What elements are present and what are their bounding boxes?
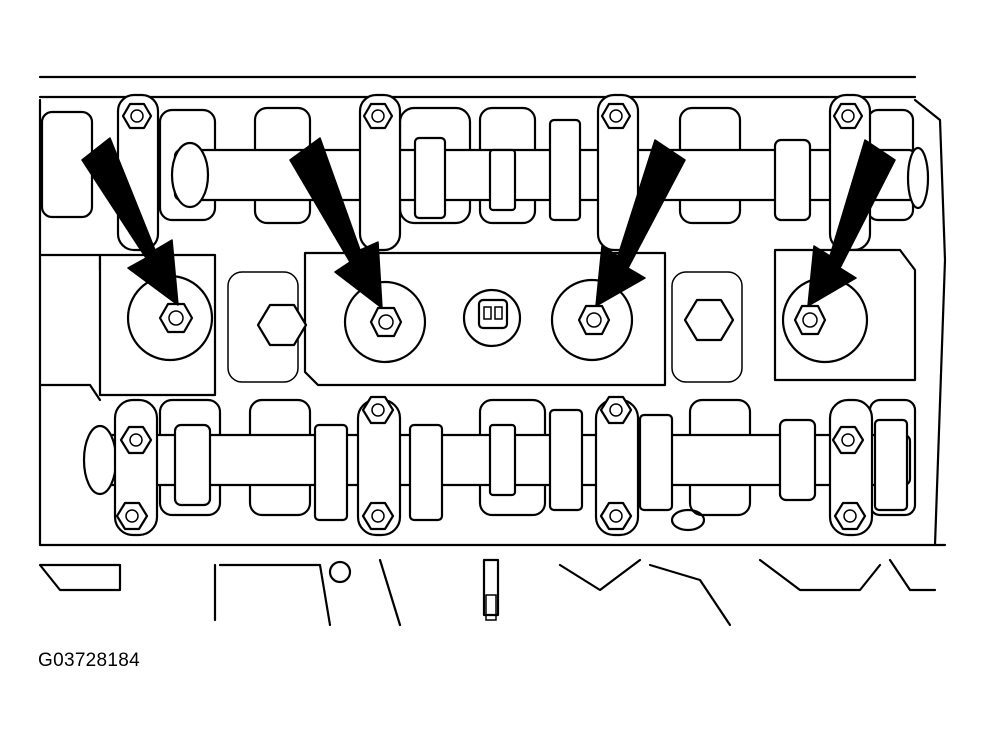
callout-arrows [81, 137, 896, 309]
arrow-down-right-icon [595, 139, 686, 307]
upper-camshaft [170, 118, 930, 222]
arrow-down-right-icon [289, 137, 383, 309]
figure-id-label: G03728184 [38, 650, 141, 671]
sensor-connector [462, 288, 522, 348]
lower-block-outline [38, 508, 937, 627]
spark-plug-nuts [158, 302, 827, 338]
center-hex-bolts [256, 298, 735, 347]
arrow-down-right-icon [807, 139, 896, 307]
lower-camshaft [82, 408, 912, 522]
cap-bolts [115, 102, 867, 531]
arrow-down-right-icon [81, 137, 179, 306]
